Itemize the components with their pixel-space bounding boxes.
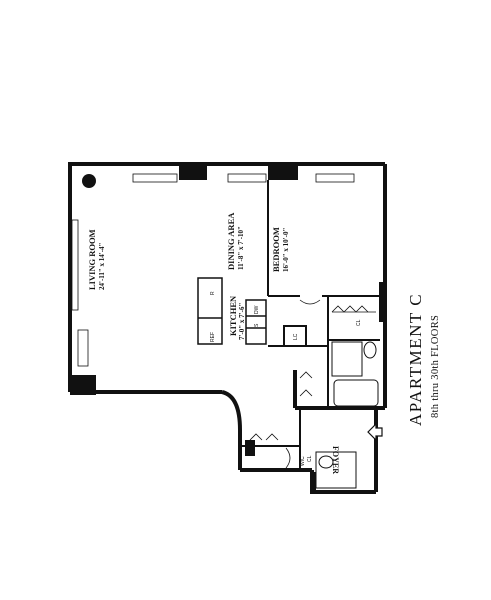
kitchen-size: 7'-0" x 7'-6" <box>238 303 246 340</box>
room-labels: LIVING ROOM 24'-11" x 14'-4" DINING AREA… <box>87 212 340 474</box>
windows <box>71 173 355 367</box>
entry-door-arrow <box>367 422 383 442</box>
living-room-size: 24'-11" x 14'-4" <box>98 242 106 290</box>
bath-floor-tile <box>331 341 363 377</box>
wic-cl-label: CL <box>307 455 313 462</box>
column-foyer <box>245 440 255 456</box>
column-right-upper <box>379 282 387 322</box>
kitchen-name: KITCHEN <box>228 295 238 336</box>
closet-label: CL <box>356 319 362 326</box>
sink-label: S <box>254 323 260 327</box>
apartment-title: APARTMENT C <box>406 292 425 426</box>
toilet <box>363 341 377 359</box>
column-bath-bottom <box>310 472 316 494</box>
bath-fixtures <box>315 341 379 489</box>
column-bottom-left <box>70 375 96 395</box>
living-room-name: LIVING ROOM <box>87 229 97 290</box>
lc-label: LC <box>293 333 299 340</box>
bedroom-name: BEDROOM <box>271 227 281 272</box>
dining-area-size: 11'-8" x 7'-10" <box>237 226 245 270</box>
kitchen-counters <box>197 277 267 345</box>
column-top-middle <box>179 162 207 180</box>
bathtub <box>333 379 379 407</box>
dining-area-name: DINING AREA <box>226 212 236 270</box>
ref-label: REF <box>210 332 216 342</box>
interior-walls <box>242 180 380 470</box>
wic-label: WIC <box>300 456 306 466</box>
range-label: R <box>210 291 216 295</box>
bedroom-size: 16'-0" x 10'-0" <box>282 228 290 272</box>
wc-toilet <box>318 455 334 469</box>
foyer-name: FOYER <box>331 446 340 474</box>
dw-label: DW <box>254 305 260 314</box>
wall-columns <box>70 162 387 494</box>
fixture-labels: REF R DW S LC CL WIC CL <box>210 291 362 466</box>
column-top-right <box>268 162 298 180</box>
title-block: APARTMENT C 8th thru 30th FLOORS <box>388 250 488 440</box>
floors-subtitle: 8th thru 30th FLOORS <box>430 314 441 418</box>
column-circle <box>82 174 96 188</box>
closet-doors <box>249 299 376 469</box>
wc-tile <box>315 451 357 489</box>
